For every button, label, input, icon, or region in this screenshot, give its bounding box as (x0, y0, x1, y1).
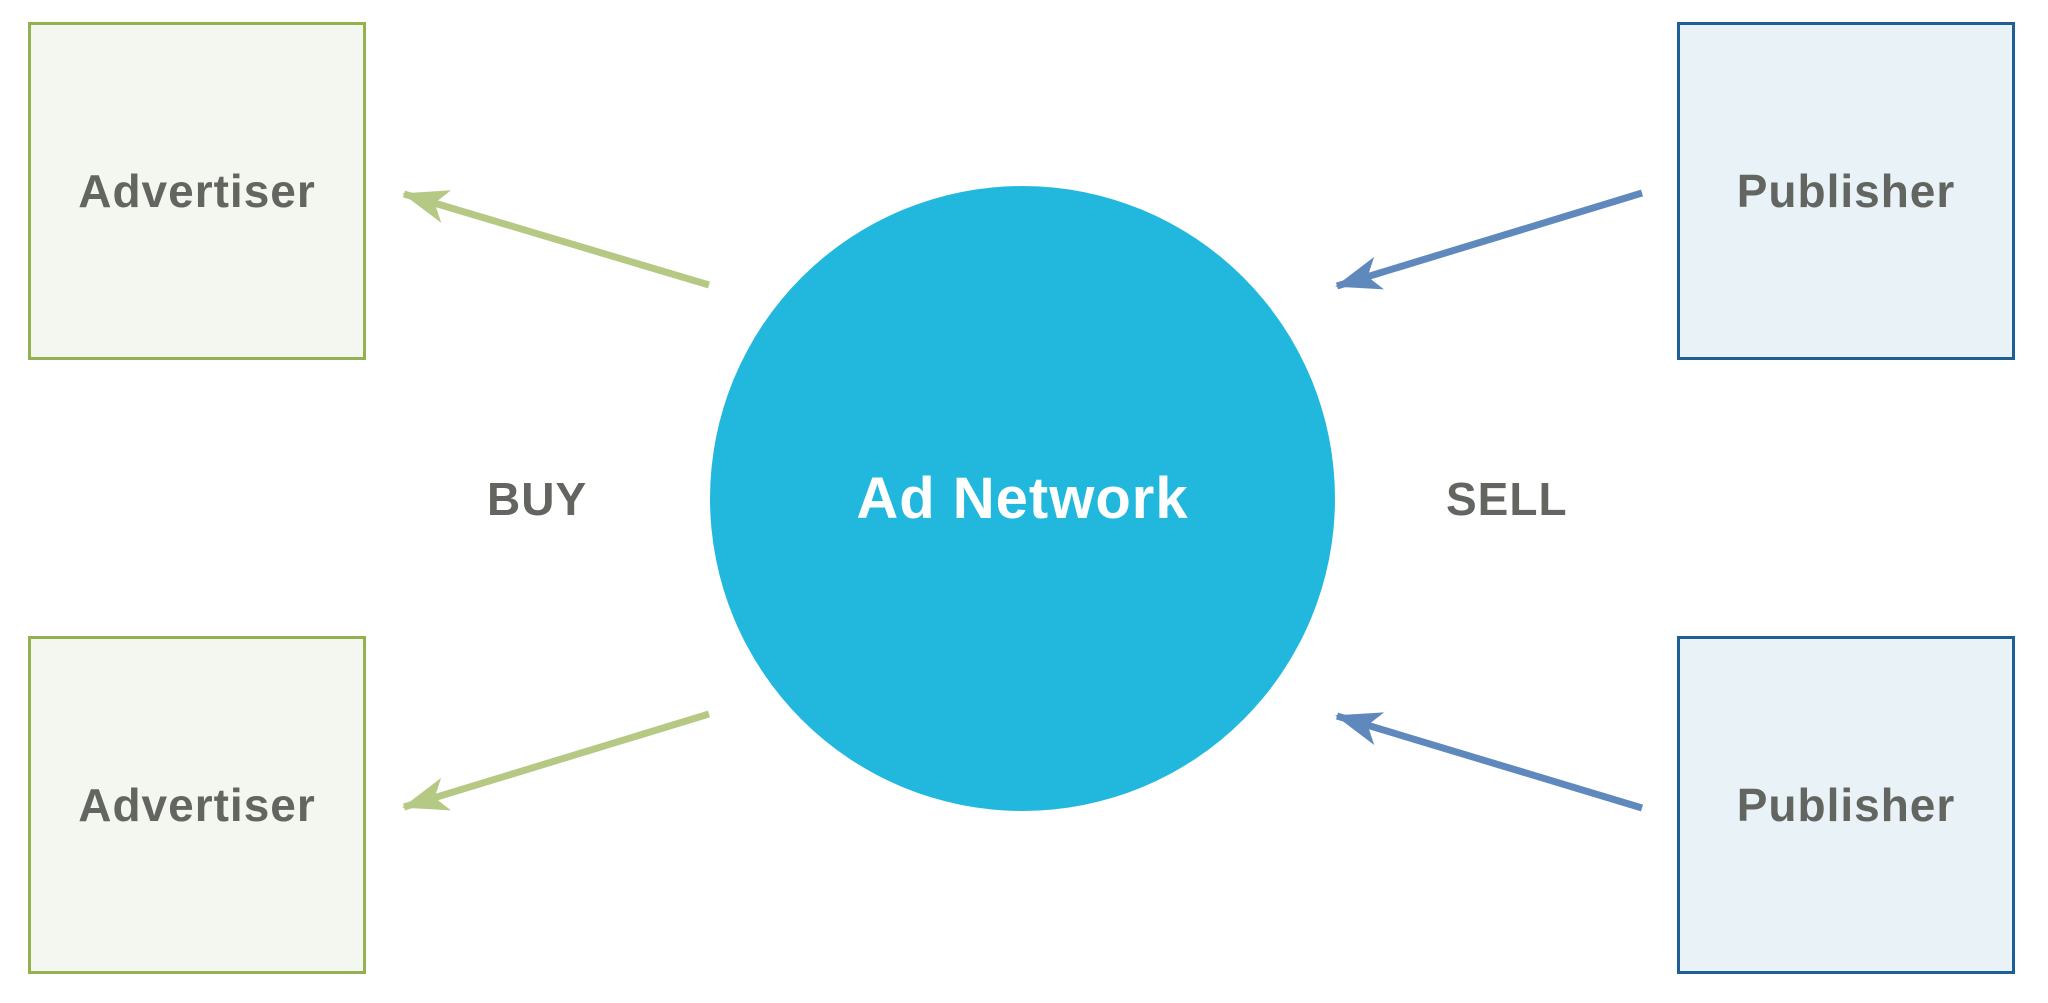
publisher-box-top: Publisher (1677, 22, 2015, 360)
buy-arrow-bottom (402, 710, 711, 811)
publisher-label-bottom: Publisher (1736, 779, 1956, 831)
advertiser-box-top: Advertiser (28, 22, 366, 360)
buy-arrow-top (402, 190, 711, 289)
advertiser-label-top: Advertiser (78, 165, 316, 217)
ad-network-circle: Ad Network (710, 186, 1335, 811)
sell-arrow-bottom (1335, 712, 1644, 812)
sell-label: SELL (1446, 473, 1568, 525)
buy-label: BUY (487, 473, 588, 525)
sell-arrow-top (1335, 189, 1644, 290)
ad-network-label: Ad Network (856, 466, 1189, 531)
advertiser-label-bottom: Advertiser (78, 779, 316, 831)
publisher-box-bottom: Publisher (1677, 636, 2015, 974)
advertiser-box-bottom: Advertiser (28, 636, 366, 974)
publisher-label-top: Publisher (1736, 165, 1956, 217)
